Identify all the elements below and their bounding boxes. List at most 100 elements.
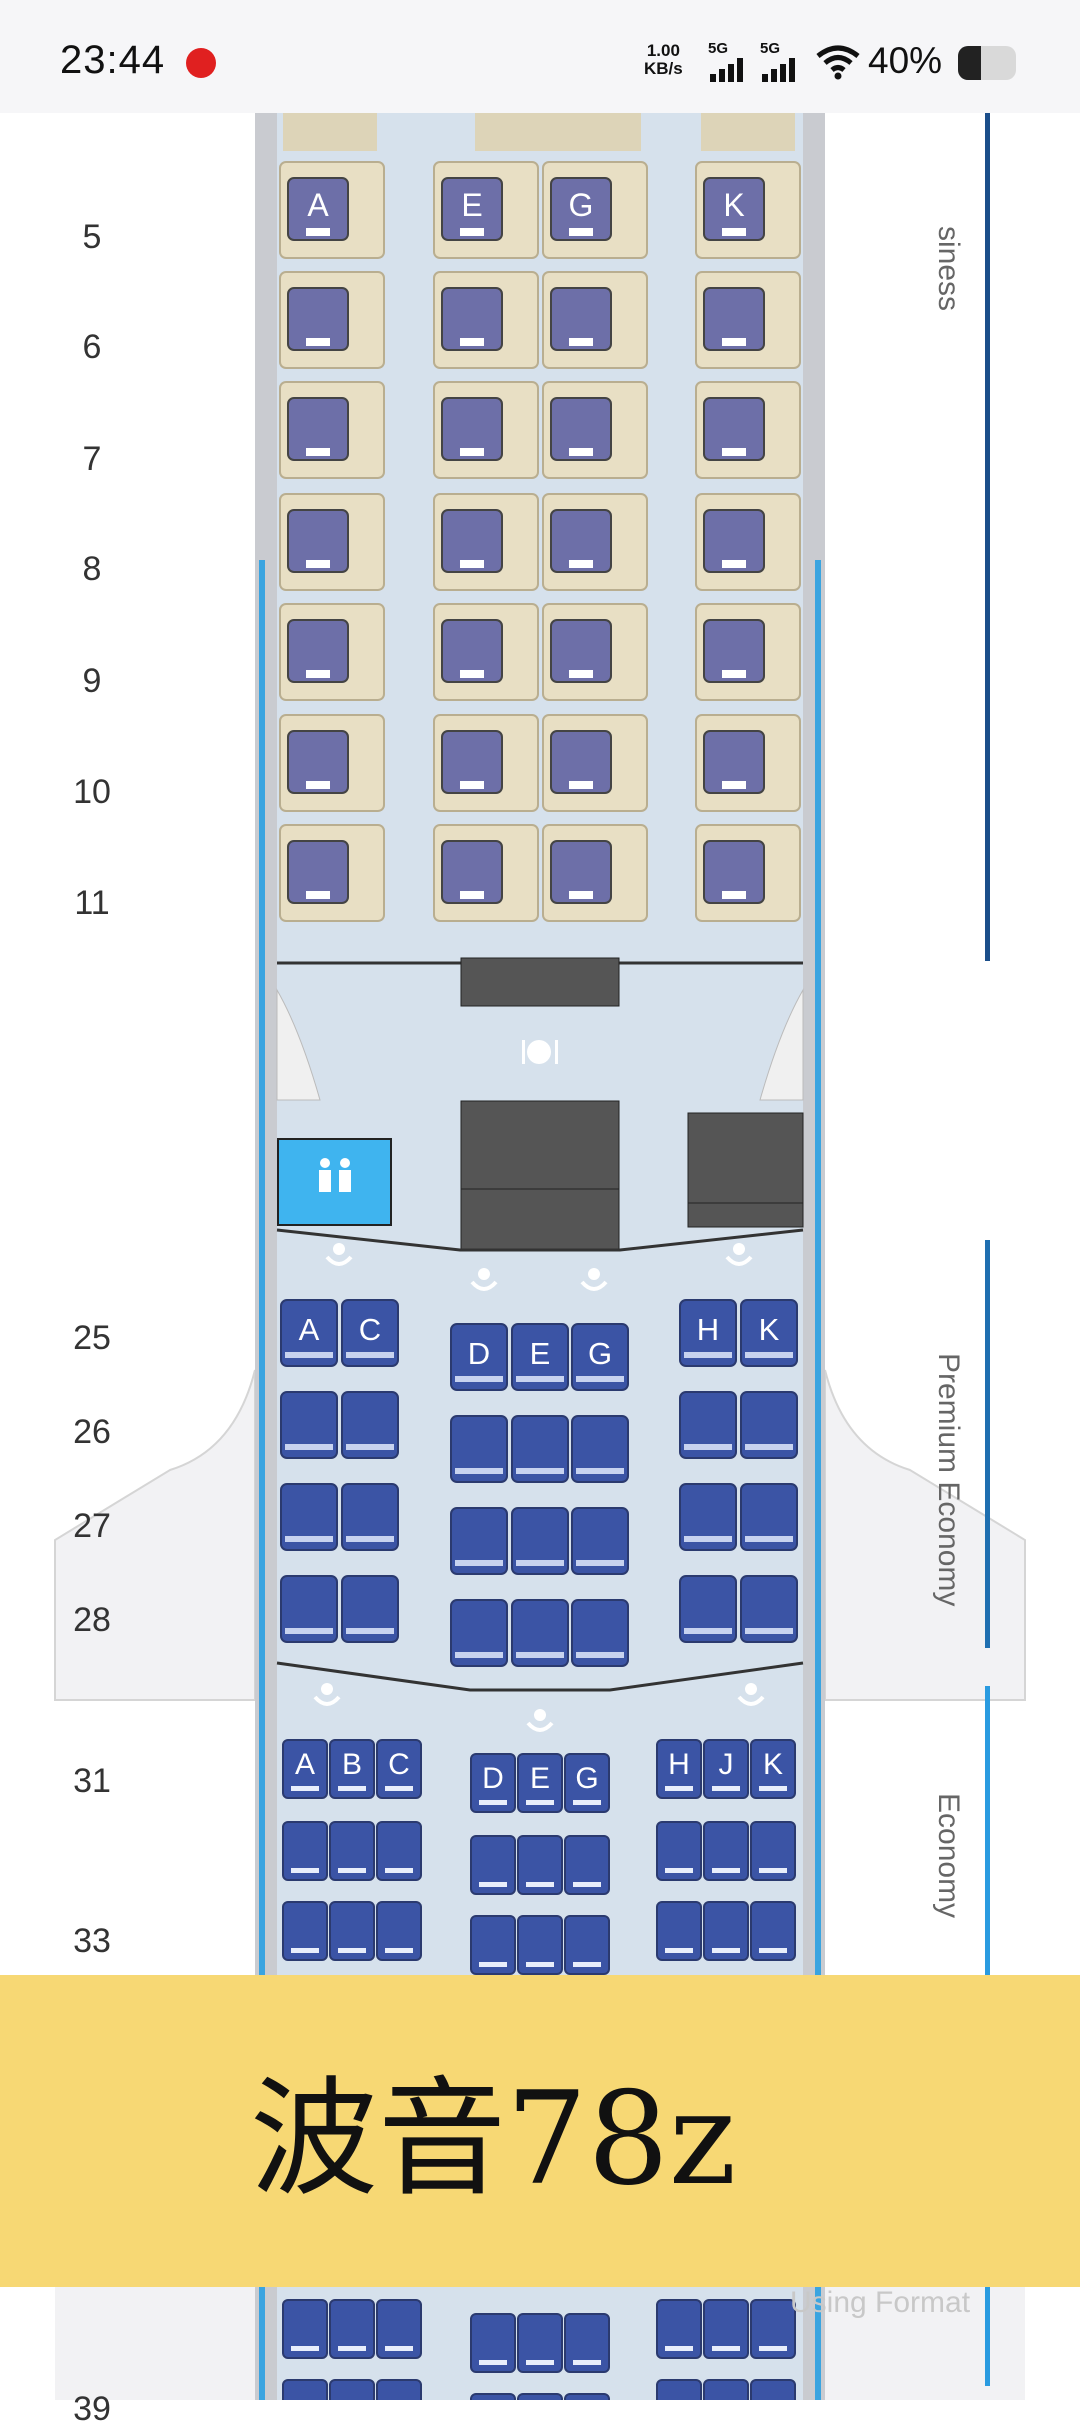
economy-seat[interactable]: K	[750, 1739, 796, 1799]
economy-seat[interactable]	[517, 2393, 563, 2400]
economy-seat[interactable]	[376, 1901, 422, 1961]
economy-seat[interactable]: A	[282, 1739, 328, 1799]
economy-seat[interactable]	[656, 1821, 702, 1881]
economy-seat[interactable]	[329, 1821, 375, 1881]
business-seat[interactable]	[695, 824, 801, 922]
economy-seat[interactable]	[564, 2313, 610, 2373]
business-seat[interactable]	[433, 493, 539, 591]
business-seat[interactable]: K	[695, 161, 801, 259]
economy-seat[interactable]	[376, 1821, 422, 1881]
business-seat[interactable]	[279, 714, 385, 812]
business-seat[interactable]	[695, 493, 801, 591]
economy-seat[interactable]	[750, 1901, 796, 1961]
business-seat[interactable]	[433, 824, 539, 922]
economy-seat[interactable]	[703, 2379, 749, 2400]
economy-seat[interactable]	[470, 1835, 516, 1895]
business-seat[interactable]	[542, 824, 648, 922]
premium-seat[interactable]	[740, 1575, 798, 1643]
business-seat[interactable]	[433, 271, 539, 369]
economy-seat[interactable]	[282, 2379, 328, 2400]
business-seat[interactable]	[542, 603, 648, 701]
economy-seat[interactable]	[564, 1915, 610, 1975]
economy-seat[interactable]	[656, 2299, 702, 2359]
economy-seat[interactable]	[282, 1821, 328, 1881]
premium-seat[interactable]: A	[280, 1299, 338, 1367]
economy-seat[interactable]	[470, 1915, 516, 1975]
economy-seat[interactable]	[329, 2379, 375, 2400]
business-seat[interactable]	[433, 714, 539, 812]
business-seat[interactable]	[695, 603, 801, 701]
business-seat[interactable]	[279, 271, 385, 369]
premium-seat[interactable]	[740, 1391, 798, 1459]
premium-seat[interactable]	[511, 1599, 569, 1667]
business-seat[interactable]	[542, 271, 648, 369]
premium-seat[interactable]	[341, 1391, 399, 1459]
premium-seat[interactable]	[571, 1507, 629, 1575]
premium-seat[interactable]	[571, 1415, 629, 1483]
economy-seat[interactable]: D	[470, 1753, 516, 1813]
business-seat[interactable]	[695, 381, 801, 479]
business-seat[interactable]: E	[433, 161, 539, 259]
premium-seat[interactable]	[341, 1483, 399, 1551]
economy-seat[interactable]	[517, 1835, 563, 1895]
economy-seat[interactable]	[376, 2379, 422, 2400]
business-seat[interactable]	[695, 271, 801, 369]
business-seat[interactable]	[433, 603, 539, 701]
premium-seat[interactable]	[280, 1575, 338, 1643]
premium-seat[interactable]	[571, 1599, 629, 1667]
economy-seat[interactable]: B	[329, 1739, 375, 1799]
economy-seat[interactable]	[517, 2313, 563, 2373]
business-seat[interactable]	[279, 603, 385, 701]
economy-seat[interactable]	[470, 2313, 516, 2373]
economy-seat[interactable]	[703, 1821, 749, 1881]
premium-seat[interactable]	[740, 1483, 798, 1551]
premium-seat[interactable]	[679, 1391, 737, 1459]
economy-seat[interactable]	[750, 2379, 796, 2400]
economy-seat[interactable]	[329, 1901, 375, 1961]
economy-seat[interactable]	[750, 2299, 796, 2359]
premium-seat[interactable]	[511, 1507, 569, 1575]
economy-seat[interactable]	[703, 2299, 749, 2359]
business-seat[interactable]	[542, 714, 648, 812]
premium-seat[interactable]	[679, 1483, 737, 1551]
economy-seat[interactable]	[703, 1901, 749, 1961]
premium-seat[interactable]	[450, 1507, 508, 1575]
premium-seat[interactable]	[280, 1483, 338, 1551]
economy-seat[interactable]	[470, 2393, 516, 2400]
economy-seat[interactable]	[376, 2299, 422, 2359]
premium-seat[interactable]	[679, 1575, 737, 1643]
business-seat[interactable]	[279, 493, 385, 591]
business-seat[interactable]: G	[542, 161, 648, 259]
business-seat[interactable]	[433, 381, 539, 479]
economy-seat[interactable]	[656, 1901, 702, 1961]
premium-seat[interactable]: H	[679, 1299, 737, 1367]
premium-seat[interactable]: G	[571, 1323, 629, 1391]
premium-seat[interactable]	[511, 1415, 569, 1483]
economy-seat[interactable]	[329, 2299, 375, 2359]
premium-seat[interactable]	[450, 1415, 508, 1483]
premium-seat[interactable]	[341, 1575, 399, 1643]
premium-seat[interactable]	[280, 1391, 338, 1459]
premium-seat[interactable]: C	[341, 1299, 399, 1367]
economy-seat[interactable]	[282, 2299, 328, 2359]
business-seat[interactable]	[542, 493, 648, 591]
premium-seat[interactable]: E	[511, 1323, 569, 1391]
economy-seat[interactable]	[564, 2393, 610, 2400]
business-seat[interactable]	[279, 824, 385, 922]
economy-seat[interactable]: G	[564, 1753, 610, 1813]
economy-seat[interactable]: E	[517, 1753, 563, 1813]
business-seat[interactable]	[542, 381, 648, 479]
economy-seat[interactable]: H	[656, 1739, 702, 1799]
economy-seat[interactable]	[282, 1901, 328, 1961]
business-seat[interactable]	[695, 714, 801, 812]
economy-seat[interactable]: C	[376, 1739, 422, 1799]
economy-seat[interactable]	[564, 1835, 610, 1895]
premium-seat[interactable]: D	[450, 1323, 508, 1391]
business-seat[interactable]: A	[279, 161, 385, 259]
premium-seat[interactable]: K	[740, 1299, 798, 1367]
economy-seat[interactable]	[517, 1915, 563, 1975]
economy-seat[interactable]	[656, 2379, 702, 2400]
